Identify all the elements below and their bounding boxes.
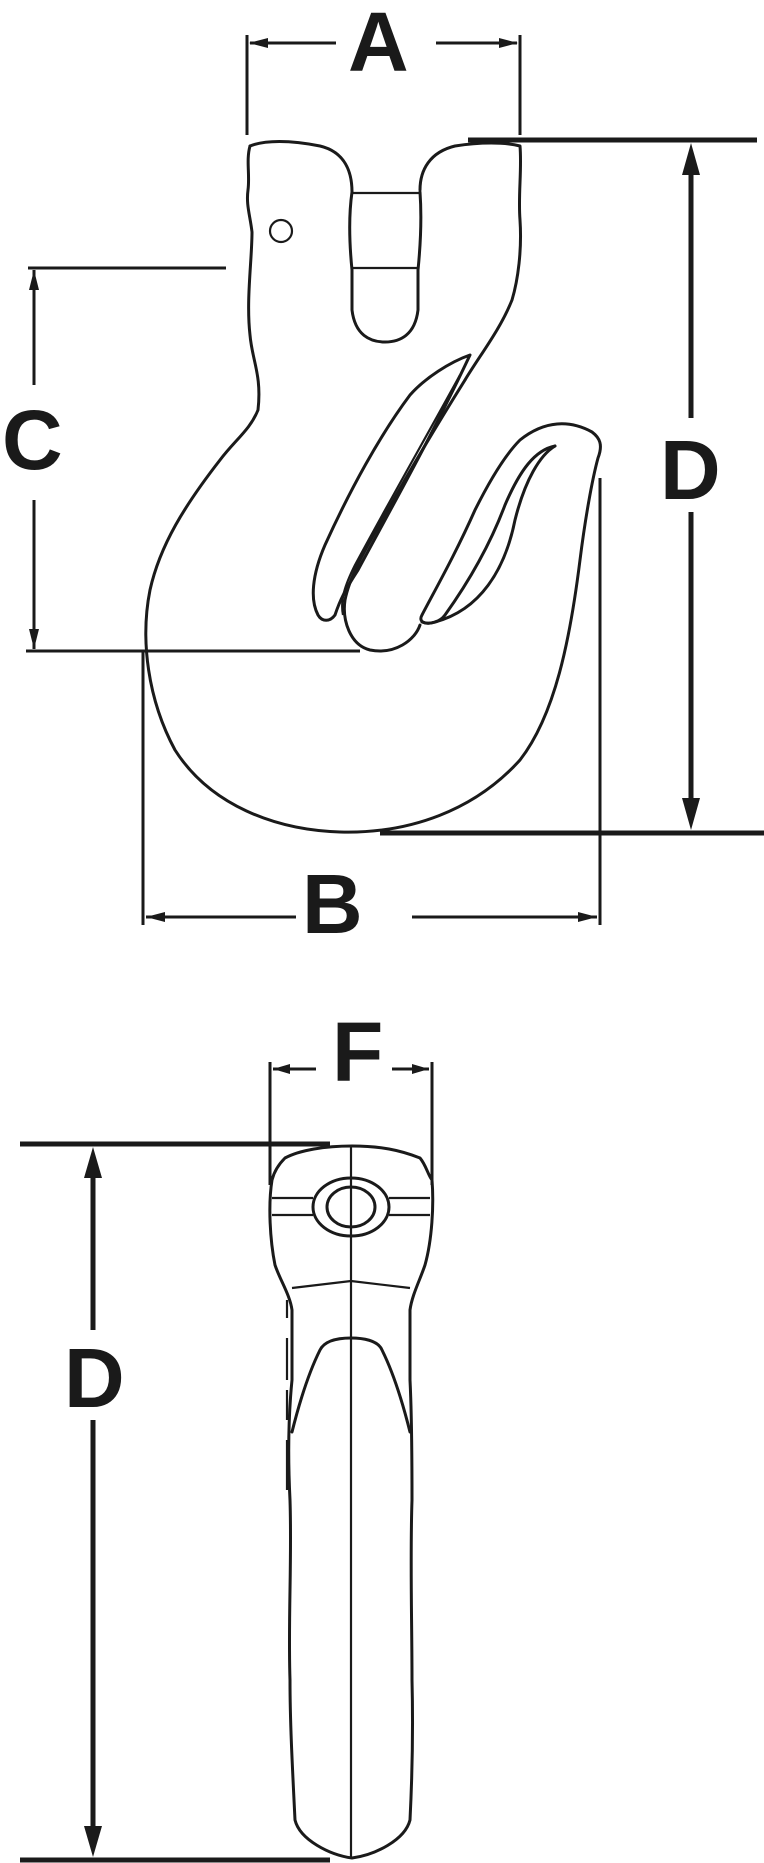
- bolt-outer-ring: [311, 1176, 391, 1238]
- label-c: C: [0, 398, 69, 482]
- chain-slot: [348, 190, 423, 344]
- hook-top-right: [418, 141, 523, 382]
- pin-hole: [268, 218, 294, 244]
- label-d-edge: D: [58, 1336, 131, 1420]
- label-b: B: [296, 862, 369, 946]
- bolt-inner-ring: [325, 1185, 377, 1229]
- edge-view-hook: [268, 1144, 435, 1860]
- label-d-side: D: [654, 428, 727, 512]
- dimension-d-side: [380, 137, 764, 836]
- channel-lower: [342, 378, 467, 653]
- channel-split-line: [341, 374, 461, 616]
- edge-throat: [290, 1336, 412, 1434]
- hook-body-outline: [144, 144, 602, 834]
- channel-left: [311, 353, 472, 622]
- edge-head-outline: [268, 1144, 435, 1860]
- edge-shoulder-line: [291, 1279, 411, 1290]
- hook-tip-inner: [420, 444, 557, 625]
- dimension-a: [245, 35, 522, 135]
- dimension-f: [268, 1062, 434, 1185]
- dimension-c: [26, 266, 360, 653]
- label-f: F: [326, 1010, 390, 1094]
- hook-top-left: [248, 140, 354, 194]
- side-view-hook: [144, 140, 602, 834]
- dimension-d-edge: [20, 1141, 330, 1863]
- dimension-b: [141, 478, 602, 925]
- label-a: A: [342, 0, 415, 84]
